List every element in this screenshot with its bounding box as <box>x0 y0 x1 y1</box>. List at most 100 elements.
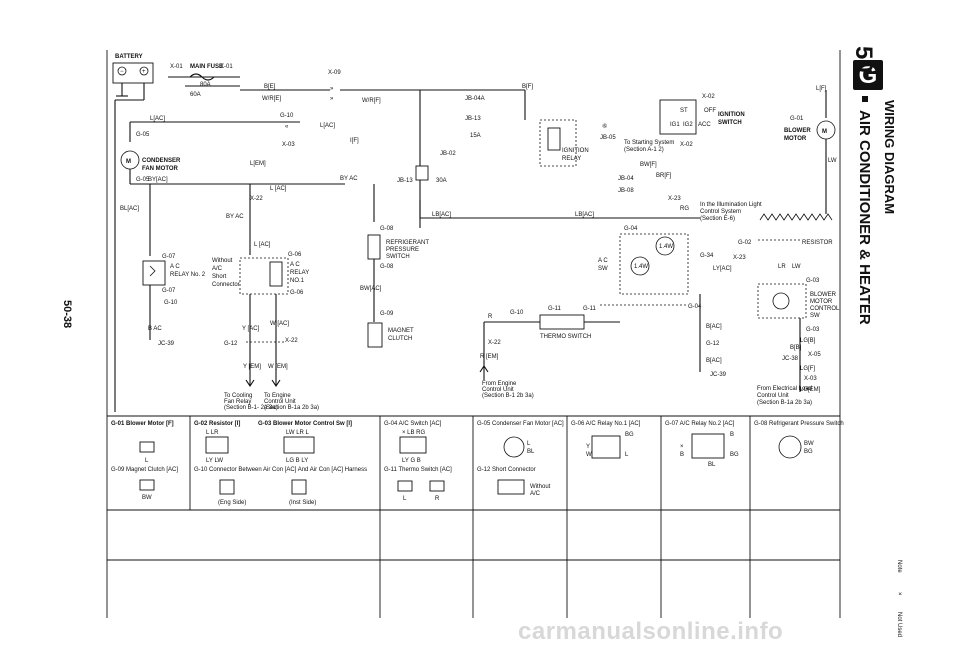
wire-label: JB-13 <box>465 116 481 122</box>
wire-label: In the Illumination Light <box>700 202 762 208</box>
wire-label: G-04 <box>688 304 702 310</box>
wire-label: LY LW <box>206 458 223 464</box>
wire-label: MAIN FUSE <box>190 64 223 70</box>
wire-label: Control Unit <box>264 399 296 405</box>
wire-label: 1.4W <box>634 264 648 270</box>
wire-label: CLUTCH <box>388 336 412 342</box>
wire-label: Y [AC] <box>242 326 260 332</box>
wire-label: LY[AC] <box>713 266 732 272</box>
wire-label: (Section B-1 2b 3a) <box>482 393 534 399</box>
watermark: carmanualsonline.info <box>518 618 784 645</box>
wire-label: BL <box>708 462 716 468</box>
battery: BATTERY − + <box>112 54 154 412</box>
title-bullet <box>862 96 868 102</box>
wire-label: L[F] <box>816 86 827 92</box>
wire-label: X-05 <box>808 352 821 358</box>
wire-label: ACC <box>698 122 711 128</box>
wire-label: R <box>488 314 493 320</box>
wire-label: Control System <box>700 209 741 215</box>
wire-label: 15A <box>470 133 481 139</box>
wire-label: BR[F] <box>656 173 672 179</box>
section-letter: G <box>859 62 878 89</box>
wire-label: Control Unit <box>757 393 789 399</box>
wire-label: IG2 <box>683 122 693 128</box>
wire-label: L <box>625 452 629 458</box>
wire-label: 60A <box>190 92 201 98</box>
wire-label: To Cooling <box>224 393 252 399</box>
connector-g01: G-01 Blower Motor [F] <box>111 421 174 427</box>
diagram-subtitle: AIR CONDITIONER & HEATER <box>856 110 873 325</box>
wire-label: SW <box>598 266 608 272</box>
wire-label: MAGNET <box>388 328 414 334</box>
wire-label: G-02 <box>738 240 752 246</box>
wire-label: FAN MOTOR <box>142 166 179 172</box>
wire-label: From Electrical Load <box>757 386 812 392</box>
wire-label: BG <box>804 449 813 455</box>
wire-label: JC-39 <box>710 372 727 378</box>
wire-label: B <box>730 432 734 438</box>
section-header: G 50 WIRING DIAGRAM AIR CONDITIONER & HE… <box>850 46 902 637</box>
wire-label: A C <box>290 262 300 268</box>
wire-label: ST <box>680 108 688 114</box>
wire-label: L LR <box>206 430 219 436</box>
section-title: WIRING DIAGRAM <box>882 100 897 214</box>
wire-label: LG[B] <box>800 338 816 344</box>
battery-label: BATTERY <box>115 54 143 60</box>
wire-label: BW[F] <box>640 162 657 168</box>
wire-label: LW <box>828 158 837 164</box>
note-symbol: × <box>896 592 902 596</box>
connector-g09: G-09 Magnet Clutch [AC] <box>111 467 178 473</box>
wire-label: (Section B-1- 2a 3a) <box>224 405 278 411</box>
wire-label: REFRIGERANT <box>386 240 429 246</box>
wire-label: BY AC <box>340 176 358 182</box>
wire-label: THERMO SWITCH <box>540 334 591 340</box>
wire-label: JC-39 <box>158 341 175 347</box>
wire-label: LY G B <box>402 458 421 464</box>
wire-label: LG[F] <box>800 366 815 372</box>
wire-label: BG <box>730 452 739 458</box>
wire-label: B[B] <box>790 345 802 351</box>
connector-g06: G-06 A/C Relay No.1 [AC] <box>571 421 641 427</box>
wire-label: (Section B-1a 2b 3a) <box>264 405 319 411</box>
connector-g07: G-07 A/C Relay No.2 [AC] <box>665 421 735 427</box>
wire-label: X-23 <box>733 255 746 261</box>
wire-label: LB[AC] <box>432 212 451 218</box>
wire-label: LB[AC] <box>575 212 594 218</box>
wire-label: MOTOR <box>810 299 833 305</box>
wire-label: B[F] <box>522 84 533 90</box>
wire-label: R <box>435 496 440 502</box>
wire-label: G-08 <box>380 264 394 270</box>
wire-label: L[AC] <box>320 123 335 129</box>
wire-label: X-01 <box>220 64 233 70</box>
wire-label: CONTROL <box>810 306 840 312</box>
wire-label: LW <box>792 264 801 270</box>
wire-label: G-06 <box>288 252 302 258</box>
wire-label: PRESSURE <box>386 247 419 253</box>
wire-label: X-02 <box>680 142 693 148</box>
wire-label: RESISTOR <box>802 240 833 246</box>
wire-label: BW <box>142 495 152 501</box>
wire-label: G-07 <box>162 254 176 260</box>
wire-label: LR <box>778 264 786 270</box>
wire-label: B[AC] <box>706 358 722 364</box>
wire-label: L [AC] <box>254 242 271 248</box>
wire-label: G-11 <box>548 306 562 312</box>
ac-relay-1: X-22 L [AC] BY AC L [AC] G-06 A C RELAY … <box>224 184 319 411</box>
wire-label: NO.1 <box>290 278 305 284</box>
wire-label: Without <box>212 258 233 264</box>
wire-label: (Inst Side) <box>289 500 316 506</box>
refrigerant-switch: G-08 REFRIGERANT PRESSURE SWITCH G-08 BW… <box>360 184 429 348</box>
ac-switch: X-23 RG In the Illumination Light Contro… <box>479 196 762 399</box>
wire-label: L <box>527 441 531 447</box>
blower-motor: L[F] G-01 M BLOWER MOTOR LW G-02 RESISTO… <box>700 86 840 406</box>
wire-label: G-05 <box>136 177 150 183</box>
wire-label: W <box>586 452 592 458</box>
wire-label: BG <box>625 432 634 438</box>
wire-label: × <box>680 444 684 450</box>
section-g-badge <box>853 60 883 90</box>
wire-label: G-34 <box>700 253 714 259</box>
wire-label: (Section B-1a 2b 3a) <box>757 400 812 406</box>
wire-label: L <box>403 496 407 502</box>
wire-label: X-03 <box>282 142 295 148</box>
wire-label: G-10 <box>510 310 524 316</box>
